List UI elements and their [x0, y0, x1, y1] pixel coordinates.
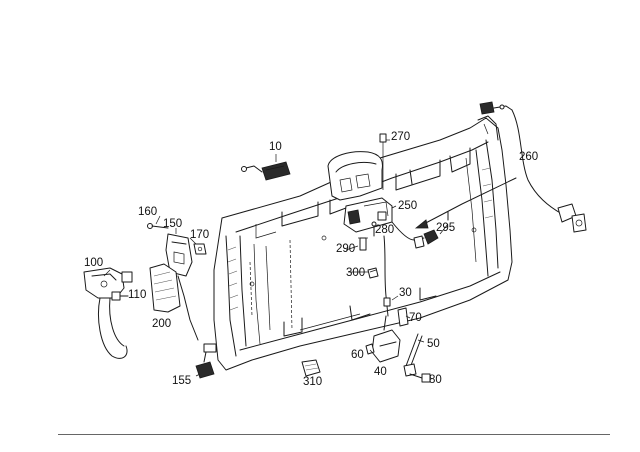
bottom-divider-line — [58, 434, 610, 435]
lower-linkage — [365, 235, 431, 383]
part-260-harness — [414, 101, 587, 233]
part-200-cover — [149, 263, 181, 313]
callout-310: 310 — [303, 376, 323, 388]
callout-40: 40 — [374, 366, 387, 378]
part-300-clip — [367, 267, 379, 279]
part-170-washer — [193, 243, 207, 255]
callout-60: 60 — [351, 349, 364, 361]
part-310-bumper — [301, 359, 321, 377]
part-10-switch — [241, 161, 291, 181]
callout-70: 70 — [409, 312, 422, 324]
callout-290: 290 — [336, 243, 356, 255]
callout-260: 260 — [519, 151, 539, 163]
callout-280: 280 — [375, 224, 395, 236]
callout-160: 160 — [138, 206, 158, 218]
part-160-screw — [147, 223, 169, 229]
part-110-bolt — [111, 291, 129, 301]
callout-200: 200 — [152, 318, 172, 330]
callout-170: 170 — [190, 229, 210, 241]
leader-lines — [103, 139, 449, 377]
callout-110: 110 — [128, 289, 147, 301]
callout-300: 300 — [346, 267, 366, 279]
callout-80: 80 — [429, 374, 442, 386]
part-155-connector — [195, 343, 217, 379]
callout-150: 150 — [163, 218, 183, 230]
callout-155: 155 — [172, 375, 192, 387]
callout-270: 270 — [391, 131, 411, 143]
latch-cluster — [343, 133, 449, 251]
callout-100: 100 — [84, 257, 104, 269]
callout-30: 30 — [399, 287, 412, 299]
callout-10: 10 — [269, 141, 282, 153]
callout-295: 295 — [436, 222, 456, 234]
part-100-latch — [83, 267, 133, 359]
callout-50: 50 — [427, 338, 440, 350]
callout-250: 250 — [398, 200, 418, 212]
part-150-actuator — [165, 233, 199, 341]
